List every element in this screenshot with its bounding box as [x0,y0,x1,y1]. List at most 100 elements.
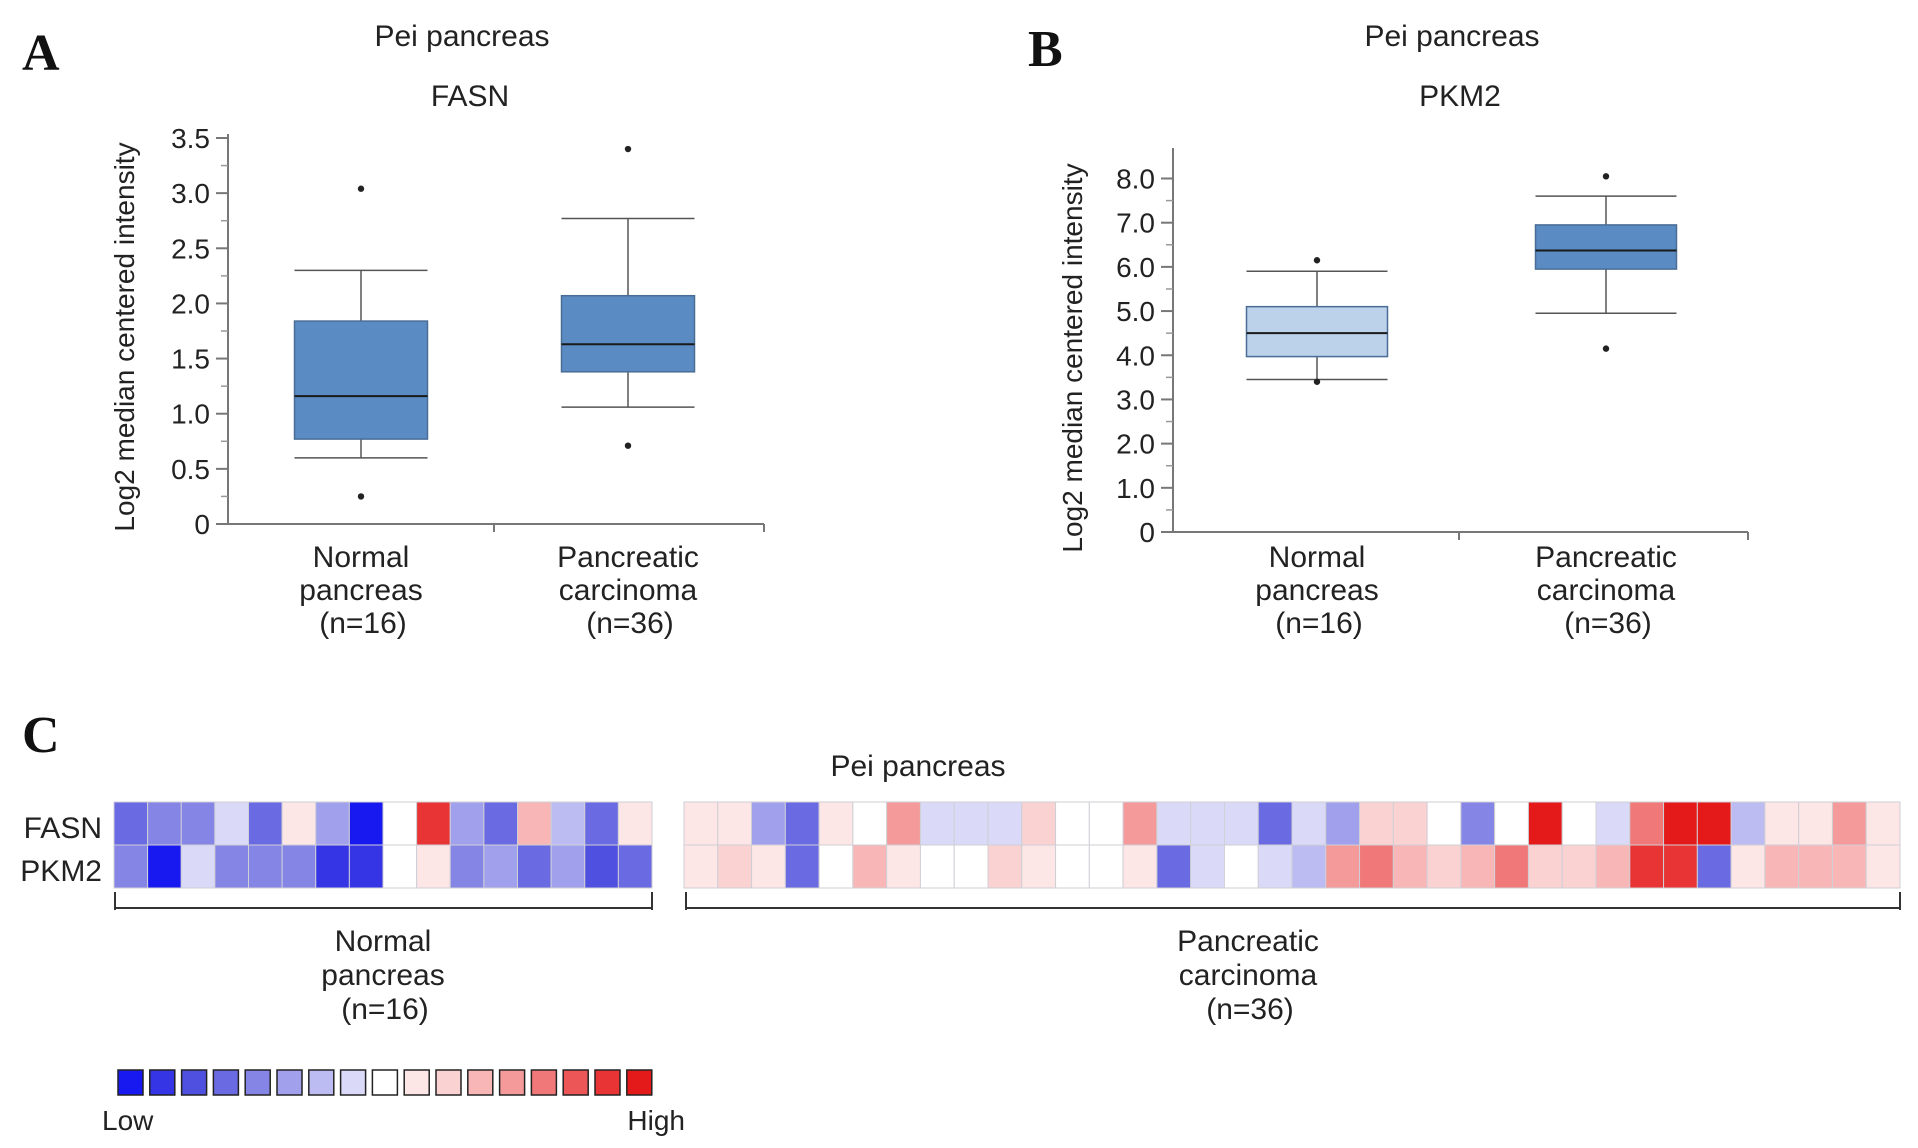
category-label: pancreas [1255,574,1378,607]
legend-swatch [562,1069,589,1096]
heatmap-carcinoma-cell [1426,844,1462,889]
heatmap-carcinoma-cell [1696,844,1732,889]
legend-high-label: High [627,1105,685,1136]
legend-swatch [371,1069,399,1096]
y-tick-label: 3.0 [1116,384,1155,415]
y-tick-label: 1.0 [171,399,210,430]
category-label: (n=36) [586,607,674,640]
heatmap-normal-cell [584,801,619,846]
y-tick-label: 2.0 [171,288,210,319]
heatmap-normal-cell [248,801,283,846]
category-label: Normal [1269,541,1366,574]
category-label: Normal [313,541,410,574]
outlier-point [1313,257,1321,264]
heatmap-carcinoma-cell [1494,801,1529,846]
y-tick-label: 1.5 [171,344,210,375]
box-group-2 [1534,173,1678,352]
heatmap-normal-cell [483,844,518,889]
y-tick-label: 3.0 [171,178,210,209]
legend-swatch [276,1069,303,1096]
category-label: carcinoma [1537,574,1676,607]
category-label: carcinoma [559,574,698,607]
heatmap-carcinoma-cell [1223,801,1259,846]
heatmap-carcinoma-cell [1865,801,1901,846]
heatmap-carcinoma-cell [751,844,786,889]
legend-swatch [308,1069,335,1096]
group-label: pancreas [321,959,444,992]
box-iqr [1534,224,1678,270]
heatmap-carcinoma-cell [1527,844,1563,889]
heatmap-normal-cell [281,844,317,889]
heatmap-carcinoma-cell [818,844,854,889]
heatmap-normal-cell [449,801,485,846]
legend-swatch [117,1069,144,1096]
heatmap-normal-cell [113,801,149,846]
legend-swatch [180,1069,208,1096]
heatmap-chart: Pei pancreas FASN PKM2 Normalpancreas(n=… [20,750,1901,1136]
heatmap-normal-cell [550,844,586,889]
y-tick-label: 0 [1139,517,1155,548]
heatmap-carcinoma-cell [1629,801,1665,846]
chart-a-ylabel: Log2 median centered intensity [109,142,140,531]
heatmap-carcinoma-cell [919,801,955,846]
heatmap-carcinoma-cell [1460,844,1496,889]
heatmap-carcinoma-cell [987,844,1023,889]
heatmap-carcinoma-cell [1831,844,1867,889]
heatmap-carcinoma-cell [1696,801,1732,846]
heatmap-normal-cell [416,801,451,846]
category-label: Pancreatic [1535,541,1677,574]
y-tick-label: 2.0 [1116,429,1155,460]
box-chart-pkm2: Pei pancreas PKM2 Log2 median centered i… [1057,20,1749,640]
heatmap-carcinoma-cell [1764,844,1800,889]
heatmap-carcinoma-cell [1392,844,1428,889]
heatmap-carcinoma-cell [1325,844,1361,889]
heatmap-normal-cell [617,844,653,889]
heatmap-carcinoma-cell [751,801,786,846]
panel-letter-a: A [22,25,60,82]
heatmap-carcinoma-cell [886,844,921,889]
heatmap-carcinoma-cell [1088,801,1124,846]
group-label: Normal [335,925,432,958]
y-tick-label: 2.5 [171,233,210,264]
chart-b-title: Pei pancreas [1364,20,1539,53]
heatmap-carcinoma-cell [1561,844,1597,889]
heatmap-carcinoma-cell [1088,844,1124,889]
heatmap-carcinoma-cell [1359,844,1394,889]
heatmap-carcinoma-cell [1764,801,1800,846]
legend-swatch [403,1069,430,1096]
heatmap-carcinoma-cell [784,801,820,846]
heatmap-carcinoma-cell [852,801,888,846]
heatmap-carcinoma-cell [784,844,820,889]
outlier-point [1602,173,1610,180]
heatmap-carcinoma-cell [852,844,888,889]
panel-letter-c: C [22,707,60,764]
heatmap-carcinoma-cell [1865,844,1901,889]
category-label: (n=16) [1275,607,1363,640]
heatmap-carcinoma-cell [1223,844,1259,889]
heatmap-carcinoma-cell [1392,801,1428,846]
box-iqr [560,294,696,373]
y-tick-label: 6.0 [1116,252,1155,283]
heatmap-carcinoma-cell [1021,801,1057,846]
outlier-point [357,493,365,500]
heatmap-carcinoma-cell [717,801,753,846]
heatmap-carcinoma-cell [1257,801,1293,846]
heatmap-carcinoma-cell [1291,844,1327,889]
heatmap-carcinoma-cell [1055,801,1090,846]
heatmap-normal-cell [113,844,149,889]
heatmap-carcinoma-cell [1798,844,1833,889]
heatmap-carcinoma-cell [1190,844,1225,889]
outlier-point [1313,378,1321,385]
heatmap-row-label-pkm2: PKM2 [20,855,102,888]
heatmap-carcinoma-cell [1055,844,1090,889]
heatmap-carcinoma-cell [886,801,921,846]
heatmap-carcinoma-cell [987,801,1023,846]
category-label: Pancreatic [557,541,699,574]
heatmap-carcinoma-cell [1595,844,1631,889]
heatmap-normal-cell [483,801,518,846]
heatmap-carcinoma-cell [1831,801,1867,846]
legend-swatch [498,1069,526,1096]
box-group-1 [1245,257,1389,385]
legend-swatch [467,1069,494,1096]
